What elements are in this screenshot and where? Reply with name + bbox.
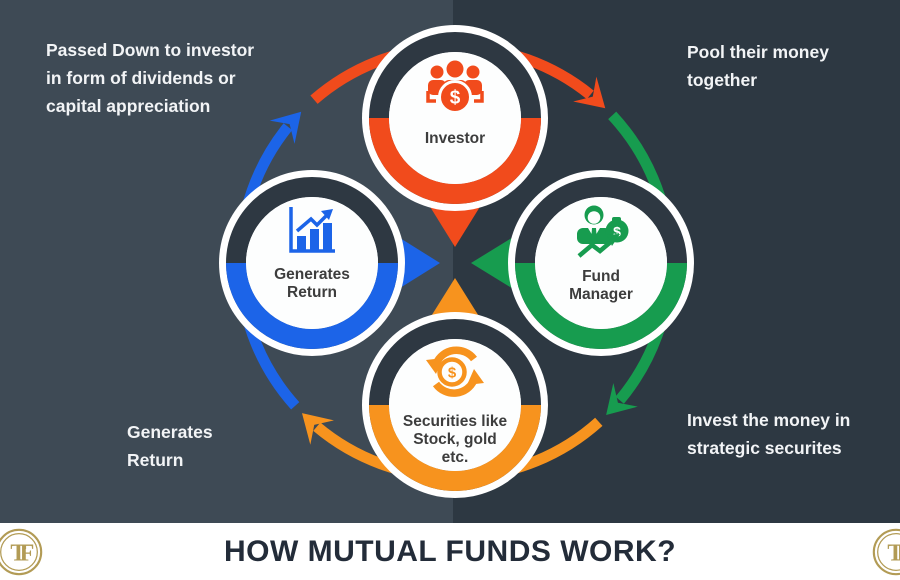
node-securities-inner-disc — [389, 339, 521, 471]
node-label-securities: Securities like Stock, gold etc. — [402, 413, 508, 466]
node-fund-manager: $ — [508, 170, 694, 356]
fund-manager-icon: $ — [577, 205, 629, 258]
node-label-fund-manager: Fund Manager — [569, 268, 633, 303]
node-label-generates-return: Generates Return — [274, 266, 350, 301]
investor-dollar-glyph: $ — [450, 88, 461, 109]
brand-logo-right: TF — [872, 528, 900, 576]
annotation-passed-down: Passed Down to investor in form of divid… — [46, 40, 255, 116]
investors-group-dollar-icon: $ — [426, 60, 484, 114]
node-generates-return — [219, 170, 405, 356]
fund-manager-dollar-glyph: $ — [613, 224, 621, 240]
logo-inner-circle — [877, 533, 900, 571]
mutual-fund-cycle-diagram: $ $ — [219, 25, 694, 498]
node-generates-return-inner-disc — [246, 197, 378, 329]
footer-banner: HOW MUTUAL FUNDS WORK? TF TF — [0, 523, 900, 580]
node-generates-return-ring-accent — [226, 262, 398, 349]
brand-logo-left: TF — [0, 528, 43, 576]
annotation-invest-money: Invest the money in strategic securites — [687, 410, 851, 458]
node-investor: $ — [362, 25, 548, 211]
node-investor-inner-disc — [389, 52, 521, 184]
node-label-investor: Investor — [424, 130, 486, 147]
page-title: HOW MUTUAL FUNDS WORK? — [223, 535, 677, 568]
brand-monogram: TF — [887, 541, 900, 567]
annotation-pool-money: Pool their money together — [687, 42, 829, 90]
cycle-arrowheads — [269, 76, 638, 445]
node-fund-manager-ring-accent — [515, 262, 687, 349]
brand-monogram: TF — [10, 541, 33, 567]
node-securities: $ — [362, 312, 548, 498]
securities-exchange-dollar-icon: $ — [426, 346, 484, 397]
logo-outer-circle — [0, 528, 43, 576]
logo-inner-circle — [0, 533, 38, 571]
annotation-generates-return: Generates Return — [127, 422, 213, 470]
node-fund-manager-inner-disc — [535, 197, 667, 329]
arrowhead-orange-icon — [302, 413, 334, 445]
growth-bar-chart-icon — [289, 207, 335, 253]
arrowhead-blue-icon — [269, 111, 302, 144]
arrowhead-green-icon — [606, 383, 638, 415]
node-securities-ring-accent — [369, 404, 541, 491]
node-investor-ring-accent — [369, 117, 541, 204]
arrowhead-red-icon — [573, 76, 606, 109]
securities-dollar-glyph: $ — [448, 365, 457, 382]
logo-outer-circle — [872, 528, 900, 576]
